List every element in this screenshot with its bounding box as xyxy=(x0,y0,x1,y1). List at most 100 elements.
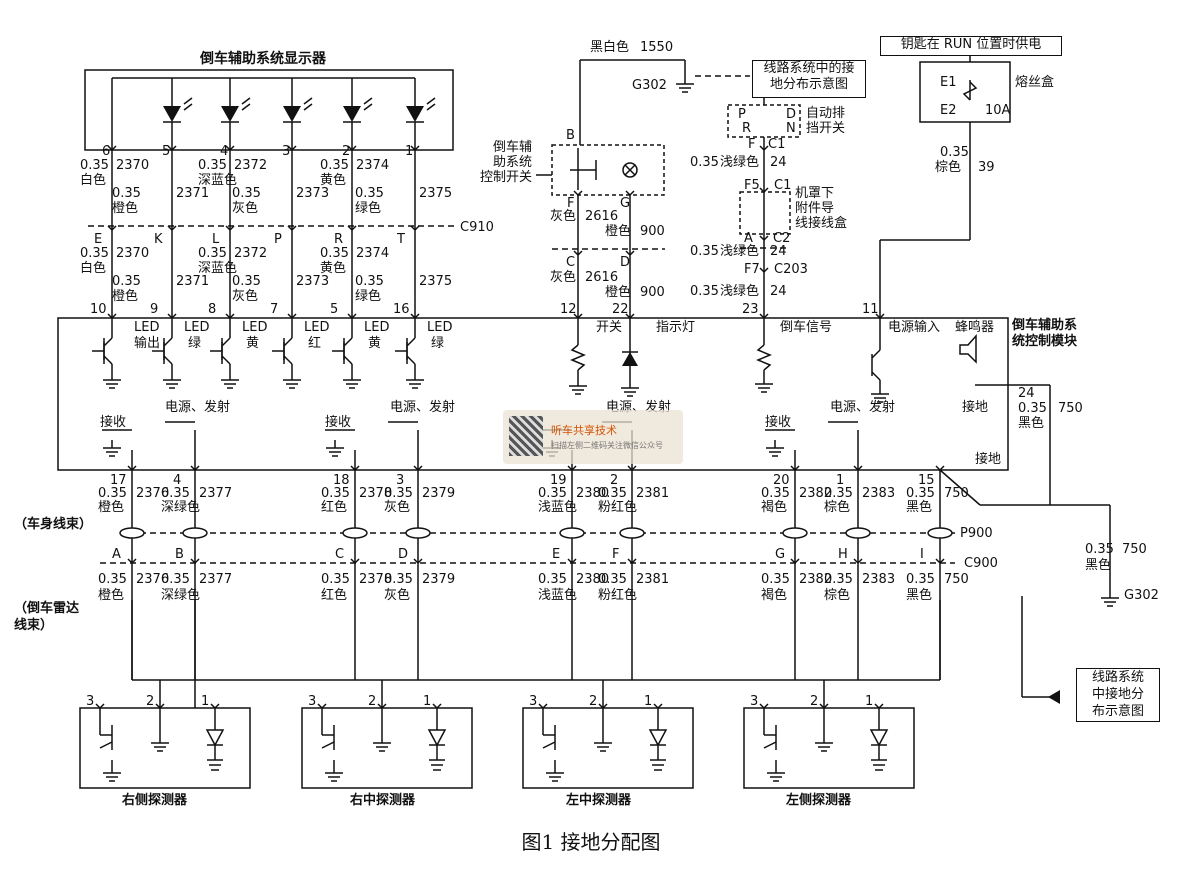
bottom-wire-color: 棕色 xyxy=(824,500,851,515)
bottom-wire-gauge: 0.35 xyxy=(384,486,413,501)
display-pin-4: 4 xyxy=(220,144,229,159)
switch-wire-c-circuit: 2616 xyxy=(585,270,619,285)
display-wire-circuit: 2373 xyxy=(296,186,330,201)
bottom-wire-circuit: 2379 xyxy=(422,572,456,587)
module-pin-9: 9 xyxy=(150,302,159,317)
display-wire-color: 白色 xyxy=(80,173,107,188)
bottom-wire-circuit: 2382 xyxy=(799,486,833,501)
module-reverse-label: 倒车信号 xyxy=(780,320,833,335)
display-wire-circuit: 2372 xyxy=(234,158,268,173)
display-wire-color: 绿色 xyxy=(355,289,382,304)
c900-pin-G: G xyxy=(775,547,786,562)
display-wire-circuit: 2370 xyxy=(116,246,150,261)
display-pin-3: 3 xyxy=(282,144,291,159)
module-pin-22: 22 xyxy=(612,302,629,317)
trans-r: R xyxy=(742,121,752,136)
bottom-wire-circuit: 2383 xyxy=(862,486,896,501)
bottom-wire-gauge: 0.35 xyxy=(161,486,190,501)
sensor-pin: 1 xyxy=(423,694,432,709)
module-bottom-pin-1: 1 xyxy=(836,473,845,488)
figure-caption: 图1 接地分配图 xyxy=(521,830,661,854)
watermark-subtitle: 扫描左侧二维码关注微信公众号 xyxy=(551,441,663,450)
bottom-wire-color: 灰色 xyxy=(384,500,411,515)
fuse-e2: E2 xyxy=(940,103,957,118)
led-color-label: 黄 xyxy=(246,336,260,351)
led-color-label: 绿 xyxy=(431,336,445,351)
c910-pin-T: T xyxy=(397,232,405,247)
display-wire-circuit: 2374 xyxy=(356,158,390,173)
junction-c1: C1 xyxy=(774,178,792,193)
display-wire-circuit: 2370 xyxy=(116,158,150,173)
reverse-wire-circuit-2: 24 xyxy=(770,244,787,259)
module-pin-5: 5 xyxy=(330,302,339,317)
bottom-wire-color: 红色 xyxy=(321,500,348,515)
switch-wire-d-circuit: 900 xyxy=(640,285,665,300)
power-wire-circuit: 39 xyxy=(978,160,995,175)
bottom-wire-color: 粉红色 xyxy=(598,500,638,515)
reverse-wire-gauge-3: 0.35 xyxy=(690,284,719,299)
reverse-wire-color-3: 浅绿色 xyxy=(720,284,760,299)
led-color-label: 绿 xyxy=(188,336,202,351)
led-label: LED xyxy=(134,320,160,335)
display-wire-color: 灰色 xyxy=(232,201,259,216)
display-wire-gauge: 0.35 xyxy=(198,246,227,261)
display-wire-circuit: 2371 xyxy=(176,186,210,201)
bottom-wire-circuit: 2376 xyxy=(136,486,170,501)
sensor-pin: 3 xyxy=(529,694,538,709)
connector-seal-icon xyxy=(782,527,808,539)
reverse-wire-circuit-3: 24 xyxy=(770,284,787,299)
led-label: LED xyxy=(364,320,390,335)
module-buzzer-label: 蜂鸣器 xyxy=(955,320,995,335)
module-title-2: 统控制模块 xyxy=(1012,334,1078,349)
switch-pin-b: B xyxy=(566,128,575,143)
bottom-wire-gauge: 0.35 xyxy=(824,486,853,501)
led-color-label: 红 xyxy=(308,336,322,351)
sensor-pin: 3 xyxy=(308,694,317,709)
bottom-wire-circuit: 2378 xyxy=(359,486,393,501)
bottom-wire-color: 棕色 xyxy=(824,588,851,603)
display-wire-color: 橙色 xyxy=(112,201,139,216)
bottom-wire-color: 深绿色 xyxy=(161,500,201,515)
ground-g302-label-2: G302 xyxy=(1124,588,1159,603)
watermark-title: 听车共享技术 xyxy=(551,424,617,437)
display-wire-gauge: 0.35 xyxy=(320,158,349,173)
led-icon xyxy=(343,106,361,122)
bottom-wire-color: 黑色 xyxy=(906,500,933,515)
ground-g302-label: G302 xyxy=(632,78,667,93)
module-bottom-pin-17: 17 xyxy=(110,473,127,488)
ground-wire2-color: 黑色 xyxy=(1085,558,1112,573)
bottom-wire-circuit: 2380 xyxy=(576,486,610,501)
sensor-left-mid: 左中探测器 xyxy=(566,793,632,808)
c900-pin-I: I xyxy=(920,547,924,562)
module-pin-16: 16 xyxy=(393,302,410,317)
display-wire-circuit: 2371 xyxy=(176,274,210,289)
reverse-wire-color-1: 浅绿色 xyxy=(720,155,760,170)
display-wire-color: 黄色 xyxy=(320,261,347,276)
connector-seal-icon xyxy=(119,527,145,539)
switch-wire-f-color: 灰色 xyxy=(550,209,577,224)
bottom-wire-color: 浅蓝色 xyxy=(538,588,578,603)
module-bottom-pin-4: 4 xyxy=(173,473,182,488)
switch-top-wire-color: 黑白色 xyxy=(590,40,630,55)
led-icon xyxy=(283,106,301,122)
module-ground-label-1: 接地 xyxy=(962,400,989,415)
bottom-wire-color: 灰色 xyxy=(384,588,411,603)
power-wire-color: 棕色 xyxy=(935,160,962,175)
switch-top-wire-circuit: 1550 xyxy=(640,40,674,55)
c900-pin-B: B xyxy=(175,547,184,562)
bottom-wire-gauge: 0.35 xyxy=(538,486,567,501)
bottom-wire-gauge: 0.35 xyxy=(321,486,350,501)
trans-switch-label: 自动排 挡开关 xyxy=(806,106,846,136)
module-bottom-pin-2: 2 xyxy=(610,473,619,488)
control-module-box xyxy=(57,317,1009,471)
sensor-pin: 3 xyxy=(86,694,95,709)
ground-distribution-box-2: 线路系统 中接地分 布示意图 xyxy=(1076,668,1160,722)
module-pin-8: 8 xyxy=(208,302,217,317)
display-wire-color: 深蓝色 xyxy=(198,173,238,188)
bottom-wire-circuit: 2377 xyxy=(199,486,233,501)
receive-label-1: 接收 xyxy=(100,415,127,430)
power-tx-label-4: 电源、发射 xyxy=(830,400,896,415)
fuse-box-label: 熔丝盒 xyxy=(1015,75,1055,90)
sensor-pin: 1 xyxy=(644,694,653,709)
led-color-label: 黄 xyxy=(368,336,382,351)
